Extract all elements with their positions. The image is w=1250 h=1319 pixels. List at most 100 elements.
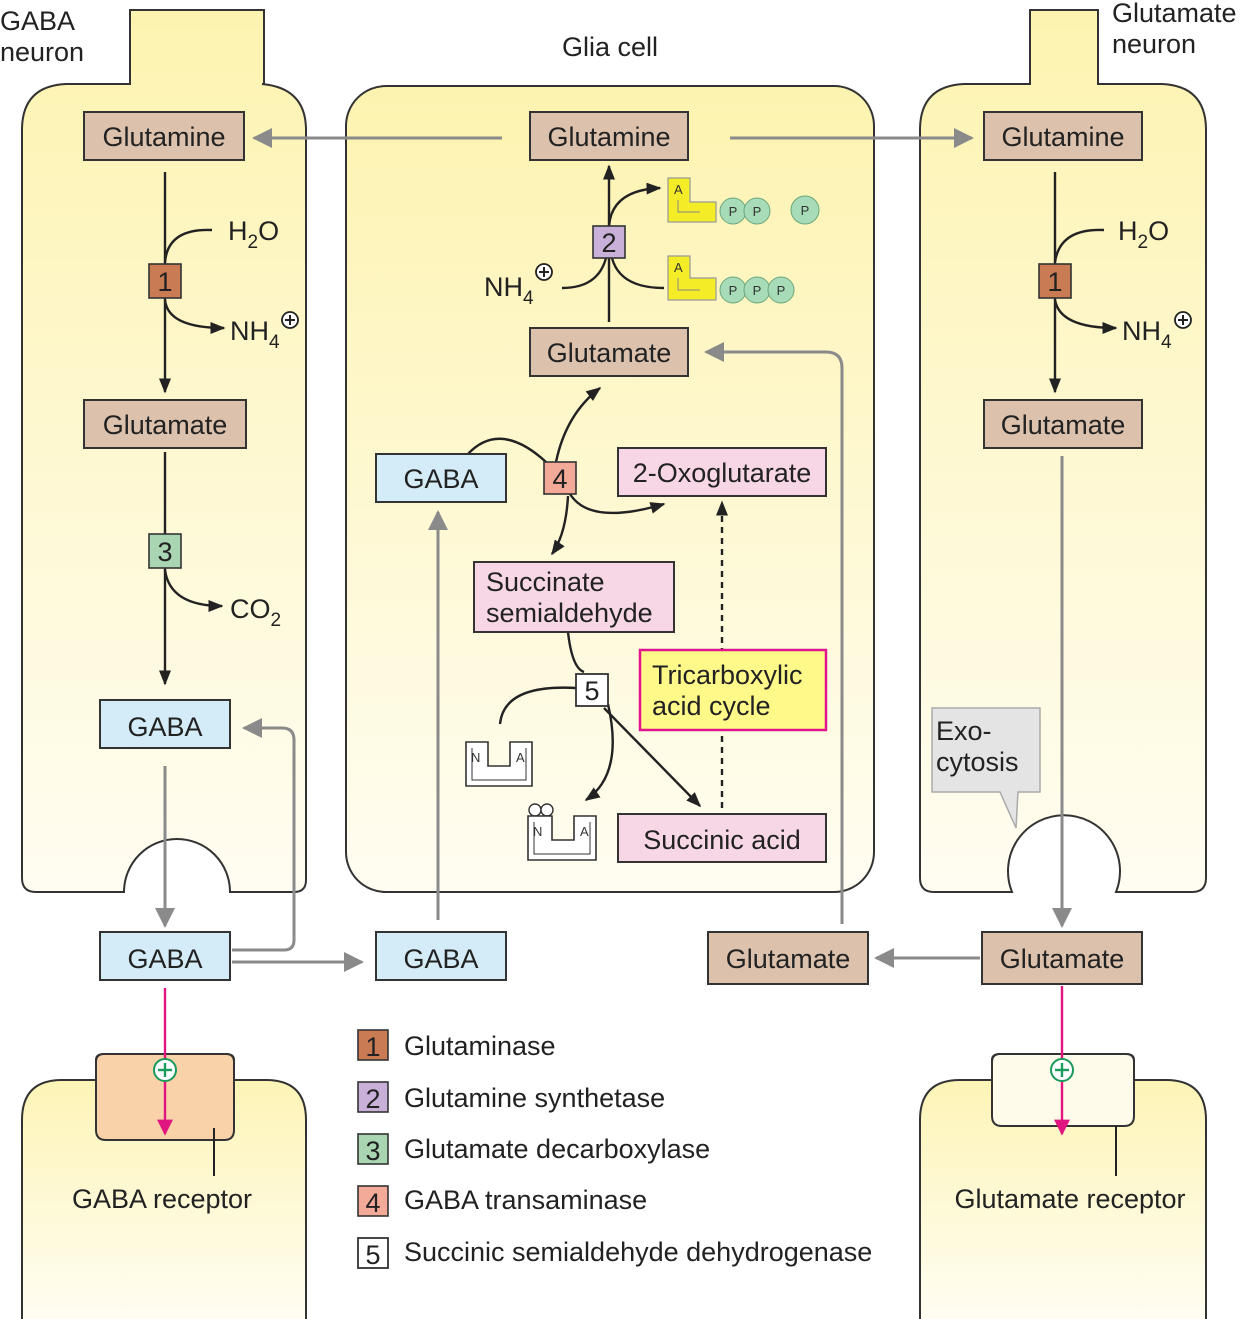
enzyme-badge-5: 5 — [575, 673, 609, 707]
exocytosis-callout: Exo-cytosis — [931, 707, 1041, 829]
gaba-neuron-gaba: GABA — [99, 699, 231, 749]
svg-text:P: P — [801, 203, 810, 218]
svg-text:NH4: NH4 — [1122, 316, 1172, 353]
plus-icon — [153, 1058, 177, 1082]
svg-text:2: 2 — [601, 228, 616, 258]
gaba-receptor-label: GABA receptor — [72, 1184, 252, 1214]
gaba-neuron-glutamine: Glutamine — [83, 111, 245, 161]
svg-text:NH4: NH4 — [484, 272, 534, 309]
svg-text:3: 3 — [157, 537, 172, 567]
nh4-label: NH4 — [230, 311, 299, 353]
nad-icon: N A — [465, 741, 533, 787]
gaba-neuron-body — [21, 9, 307, 893]
svg-text:Glutaminase: Glutaminase — [404, 1031, 556, 1061]
legend-item: 3 Glutamate decarboxylase — [357, 1133, 710, 1166]
svg-text:N: N — [471, 750, 480, 765]
svg-text:P: P — [777, 283, 786, 298]
enzyme-badge-3: 3 — [148, 533, 182, 569]
glutamate-neuron-glutamine: Glutamine — [983, 111, 1143, 161]
svg-text:GABA: GABA — [403, 944, 478, 974]
oxoglutarate: 2-Oxoglutarate — [617, 447, 827, 497]
svg-text:4: 4 — [365, 1188, 380, 1218]
svg-text:Glutamate decarboxylase: Glutamate decarboxylase — [404, 1134, 710, 1164]
svg-text:2: 2 — [365, 1084, 380, 1114]
glia-glutamine: Glutamine — [529, 111, 689, 161]
glia-gaba: GABA — [375, 453, 507, 503]
svg-text:A: A — [674, 260, 683, 275]
svg-text:GABA: GABA — [127, 944, 202, 974]
svg-text:Glutamine: Glutamine — [547, 122, 670, 152]
legend-item: 5 Succinic semialdehyde dehydrogenase — [357, 1237, 872, 1270]
plus-icon — [1050, 1058, 1074, 1082]
glutamate-receptor-label: Glutamate receptor — [954, 1184, 1185, 1214]
h2o-label: H2O — [228, 216, 279, 253]
svg-text:2-Oxoglutarate: 2-Oxoglutarate — [633, 458, 812, 488]
legend-item: 1 Glutaminase — [357, 1029, 556, 1062]
svg-text:N: N — [533, 824, 542, 839]
svg-text:1: 1 — [157, 267, 172, 297]
svg-text:CO2: CO2 — [230, 594, 281, 631]
svg-text:P: P — [729, 204, 738, 219]
glia-cell-label: Glia cell — [562, 32, 658, 62]
atp-icon: A P P P — [667, 255, 795, 304]
plus-charge-icon — [1174, 311, 1192, 329]
glia-glutamate: Glutamate — [529, 327, 689, 377]
svg-text:P: P — [753, 283, 762, 298]
glutamate-neuron-body — [919, 9, 1207, 893]
enzyme-legend: 1 Glutaminase 2 Glutamine synthetase 3 G… — [357, 1029, 872, 1270]
svg-text:Exo-cytosis: Exo-cytosis — [936, 716, 1019, 777]
svg-text:GABA: GABA — [127, 712, 202, 742]
glia-gaba-lower: GABA — [375, 931, 507, 981]
svg-text:H2O: H2O — [228, 216, 279, 253]
svg-text:Glutamate: Glutamate — [1000, 944, 1125, 974]
legend-item: 4 GABA transaminase — [357, 1185, 647, 1218]
svg-text:5: 5 — [584, 676, 599, 706]
nadh-icon: N A — [527, 803, 597, 861]
co2-label: CO2 — [230, 594, 281, 631]
svg-text:Glutamate: Glutamate — [726, 944, 851, 974]
nh4-label: NH4 — [484, 263, 553, 309]
svg-text:Succinic acid: Succinic acid — [643, 825, 801, 855]
gaba-neuron-glutamate: Glutamate — [83, 399, 247, 449]
succinic-acid: Succinic acid — [617, 813, 827, 863]
nh4-label: NH4 — [1122, 311, 1192, 353]
synapse-glutamate: Glutamate — [981, 931, 1143, 985]
svg-text:P: P — [753, 204, 762, 219]
plus-charge-icon — [281, 311, 299, 329]
phosphate-icon: P — [790, 195, 820, 225]
svg-text:4: 4 — [552, 464, 567, 494]
svg-text:A: A — [516, 750, 525, 765]
svg-text:1: 1 — [365, 1032, 380, 1062]
enzyme-badge-2: 2 — [592, 225, 626, 259]
glia-glutamate-lower: Glutamate — [707, 931, 869, 985]
h2o-label: H2O — [1118, 216, 1169, 253]
synapse-gaba: GABA — [99, 931, 231, 981]
svg-text:H2O: H2O — [1118, 216, 1169, 253]
svg-text:A: A — [674, 182, 683, 197]
enzyme-badge-1: 1 — [148, 263, 182, 299]
glutamate-neuron-glutamate: Glutamate — [983, 399, 1143, 449]
svg-text:Glutamate: Glutamate — [547, 338, 672, 368]
enzyme-badge-4: 4 — [543, 461, 577, 495]
svg-text:GABA: GABA — [403, 464, 478, 494]
svg-text:Glutamine: Glutamine — [102, 122, 225, 152]
plus-charge-icon — [535, 263, 553, 281]
svg-text:NH4: NH4 — [230, 316, 280, 353]
svg-text:Succinic semialdehyde dehydrog: Succinic semialdehyde dehydrogenase — [404, 1237, 872, 1267]
svg-text:P: P — [729, 283, 738, 298]
enzyme-badge-1: 1 — [1038, 263, 1072, 299]
svg-text:GABA transaminase: GABA transaminase — [404, 1185, 647, 1215]
svg-text:Glutamate: Glutamate — [1001, 410, 1126, 440]
svg-text:Glutamine: Glutamine — [1001, 122, 1124, 152]
svg-text:3: 3 — [365, 1136, 380, 1166]
svg-text:A: A — [580, 824, 589, 839]
adp-icon: A P P — [667, 177, 771, 225]
svg-text:1: 1 — [1047, 267, 1062, 297]
svg-text:5: 5 — [365, 1240, 380, 1270]
